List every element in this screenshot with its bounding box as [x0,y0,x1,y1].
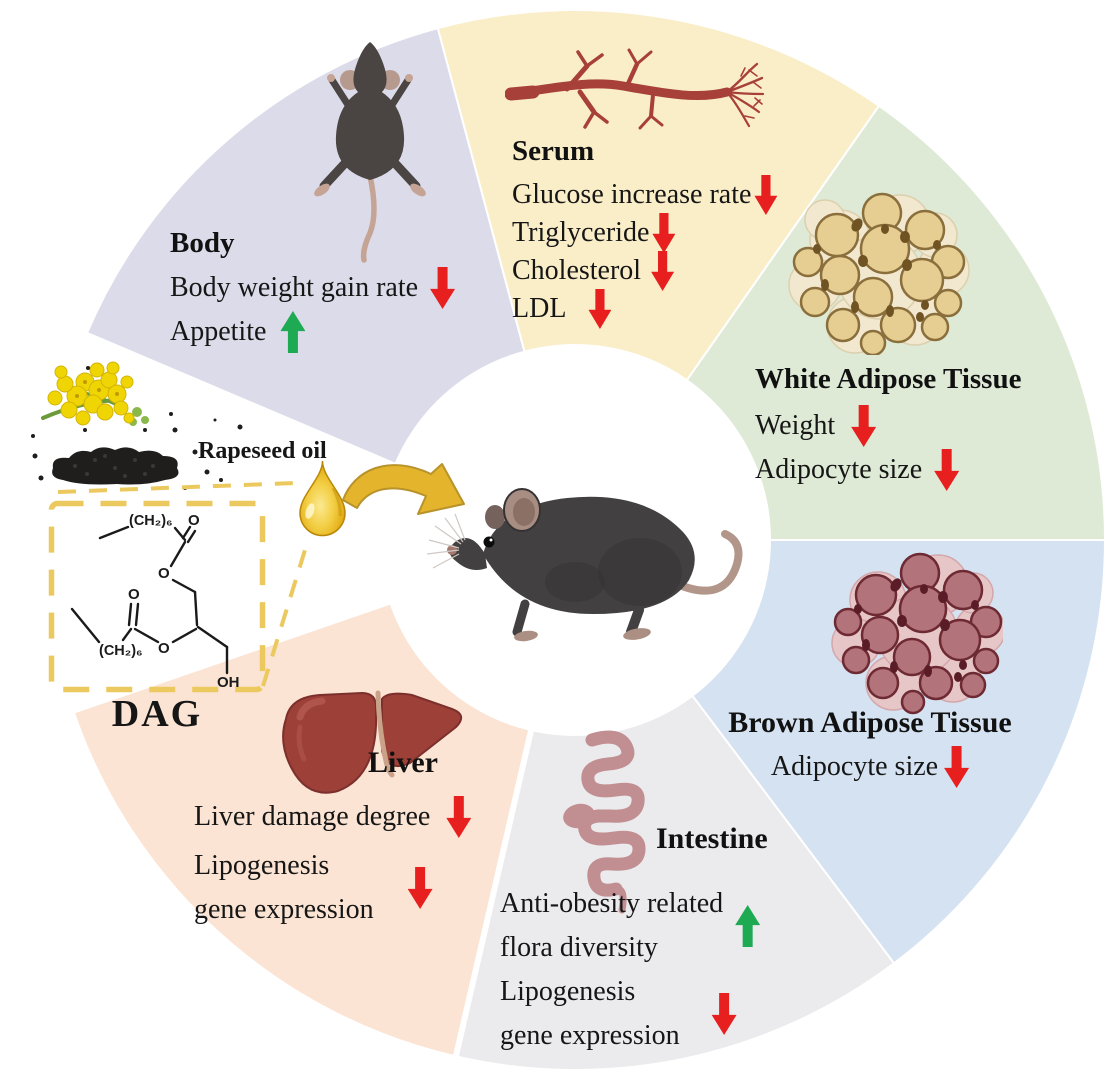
bat-item-adipocyte-size: Adipocyte size [770,751,939,782]
liver-item-lipogenesis-line1: Lipogenesis [194,850,330,881]
down-arrow-icon [407,867,433,909]
chem-ester-o-top: O [158,565,170,582]
down-arrow-icon [446,796,472,838]
serum-item-glucose: Glucose increase rate [512,179,752,210]
sector-white-adipose-block: White Adipose Tissue Weight Adipocyte si… [755,362,1021,492]
sector-brown-adipose-block: Brown Adipose Tissue Adipocyte size [660,706,1080,790]
center-mouse-illustration [426,488,743,642]
body-mouse-topview-illustration [314,42,426,263]
sector-intestine-title: Intestine [656,822,768,855]
liver-illustration [282,690,463,794]
oil-droplet-icon [299,460,346,537]
sector-liver-block: Liver damage degree Lipogenesis gene exp… [194,794,472,932]
sector-intestine-title-wrap: Intestine [656,822,768,856]
serum-item-ldl: LDL [512,293,567,324]
liver-item-damage: Liver damage degree [194,801,431,832]
intestine-item-lipogenesis-line2: gene expression [500,1020,680,1051]
intestine-item-flora-line2: flora diversity [500,932,658,963]
wat-item-adipocyte-size: Adipocyte size [755,454,923,485]
dag-structure: (CH₂)₆ O O O O (CH₂)₆ OH [70,512,240,690]
intestine-item-flora-line1: Anti-obesity related [500,888,724,919]
feeding-arrow-icon [342,463,465,515]
down-arrow-icon [851,405,877,447]
dag-label: DAG [51,692,263,736]
chem-carbonyl-o-top: O [188,512,200,529]
down-arrow-icon [430,267,456,309]
sector-brown-adipose-title: Brown Adipose Tissue [728,706,1012,739]
down-arrow-icon [944,746,970,788]
down-arrow-icon [652,213,676,253]
down-arrow-icon [711,993,737,1035]
down-arrow-icon [934,449,960,491]
dag-box [48,500,266,693]
sector-white-adipose-title: White Adipose Tissue [755,363,1022,395]
dag-label-text: DAG [111,693,203,735]
white-adipose-illustration [788,192,970,355]
sector-body-block: Body Body weight gain rate Appetite [170,226,456,354]
serum-vessel-illustration [505,48,765,130]
sector-intestine-block: Anti-obesity related flora diversity Lip… [500,882,761,1058]
body-item-weight-gain: Body weight gain rate [170,272,419,303]
wat-item-weight: Weight [755,410,836,441]
rapeseed-oil-label: Rapeseed oil [198,438,327,465]
down-arrow-icon [754,175,778,215]
chem-ester-o-bottom: O [158,640,170,657]
rapeseed-illustration [31,361,243,490]
serum-item-cholesterol: Cholesterol [512,255,642,286]
chem-chain-top-label: (CH₂)₆ [129,513,173,529]
serum-item-triglyceride: Triglyceride [512,217,650,248]
intestine-illustration [563,730,646,914]
liver-item-lipogenesis-line2: gene expression [194,894,374,925]
down-arrow-icon [651,251,675,291]
sector-body-title: Body [170,227,235,259]
sector-serum-title: Serum [512,135,595,167]
rapeseed-oil-label-text: Rapeseed oil [198,438,327,464]
chem-chain-bottom-label: (CH₂)₆ [99,643,143,659]
chem-hydroxyl-label: OH [217,674,240,690]
sector-liver-title-wrap: Liver [368,746,438,780]
brown-adipose-illustration [831,552,1003,715]
down-arrow-icon [588,289,612,329]
chem-carbonyl-o-bottom: O [128,586,140,603]
sector-liver-title: Liver [368,746,438,779]
intestine-item-lipogenesis-line1: Lipogenesis [500,976,636,1007]
body-item-appetite: Appetite [170,316,267,347]
up-arrow-icon [735,905,761,947]
up-arrow-icon [280,311,306,353]
sector-serum-block: Serum Glucose increase rate Triglyceride… [512,134,778,329]
